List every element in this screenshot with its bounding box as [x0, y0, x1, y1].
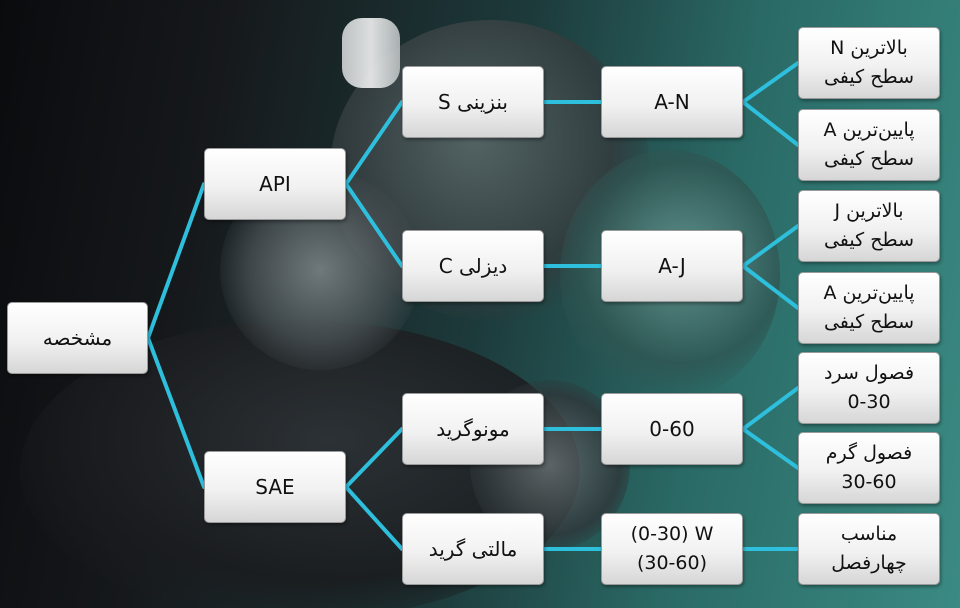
link-range-cold — [741, 386, 800, 431]
node-mono-label: مونوگرید — [436, 417, 510, 441]
node-sae-label: SAE — [255, 475, 295, 499]
node-n-top: بالاترین N سطح کیفی — [798, 27, 940, 99]
node-diesel-label: دیزلی C — [438, 254, 508, 278]
link-an-ntop — [741, 61, 800, 104]
node-diesel: دیزلی C — [402, 230, 544, 302]
node-aj: A-J — [601, 230, 743, 302]
node-n-top-label: بالاترین N سطح کیفی — [823, 37, 915, 88]
node-range-label: 0-60 — [649, 417, 695, 441]
node-api: API — [204, 148, 346, 220]
node-four: مناسب چهارفصل — [798, 513, 940, 585]
node-w: (0-30) W (30-60) — [601, 513, 743, 585]
node-four-label: مناسب چهارفصل — [831, 523, 907, 574]
engine-canister-shape — [342, 18, 400, 88]
node-mono: مونوگرید — [402, 393, 544, 465]
node-cold: فصول سرد 0-30 — [798, 352, 940, 424]
node-an: A-N — [601, 66, 743, 138]
link-range-warm — [741, 427, 800, 470]
link-api-gasoline — [344, 100, 404, 186]
link-root-sae — [146, 336, 206, 489]
link-aj-alow2 — [741, 264, 800, 310]
node-warm-label: فصول گرم 30-60 — [825, 442, 913, 493]
node-gasoline-label: بنزینی S — [438, 90, 508, 114]
node-aj-label: A-J — [658, 254, 686, 278]
link-sae-mono — [344, 427, 404, 489]
node-a-low-2: پایین‌ترین A سطح کیفی — [798, 272, 940, 344]
node-sae: SAE — [204, 451, 346, 523]
node-range: 0-60 — [601, 393, 743, 465]
link-an-alow1 — [741, 100, 800, 147]
node-w-label: (0-30) W (30-60) — [630, 523, 714, 574]
link-sae-multi — [344, 485, 404, 551]
node-a-low-1-label: پایین‌ترین A سطح کیفی — [823, 119, 915, 170]
link-root-api — [146, 182, 206, 340]
node-j-top: بالاترین J سطح کیفی — [798, 190, 940, 262]
node-a-low-2-label: پایین‌ترین A سطح کیفی — [823, 282, 915, 333]
node-cold-label: فصول سرد 0-30 — [823, 362, 915, 413]
node-api-label: API — [259, 172, 291, 196]
link-aj-jtop — [741, 224, 800, 268]
node-warm: فصول گرم 30-60 — [798, 432, 940, 504]
node-a-low-1: پایین‌ترین A سطح کیفی — [798, 109, 940, 181]
node-an-label: A-N — [654, 90, 690, 114]
node-multi-label: مالتی گرید — [428, 537, 518, 561]
node-root-label: مشخصه — [42, 326, 113, 350]
node-j-top-label: بالاترین J سطح کیفی — [823, 200, 915, 251]
node-gasoline: بنزینی S — [402, 66, 544, 138]
link-api-diesel — [344, 182, 404, 268]
node-multi: مالتی گرید — [402, 513, 544, 585]
node-root: مشخصه — [7, 302, 148, 374]
